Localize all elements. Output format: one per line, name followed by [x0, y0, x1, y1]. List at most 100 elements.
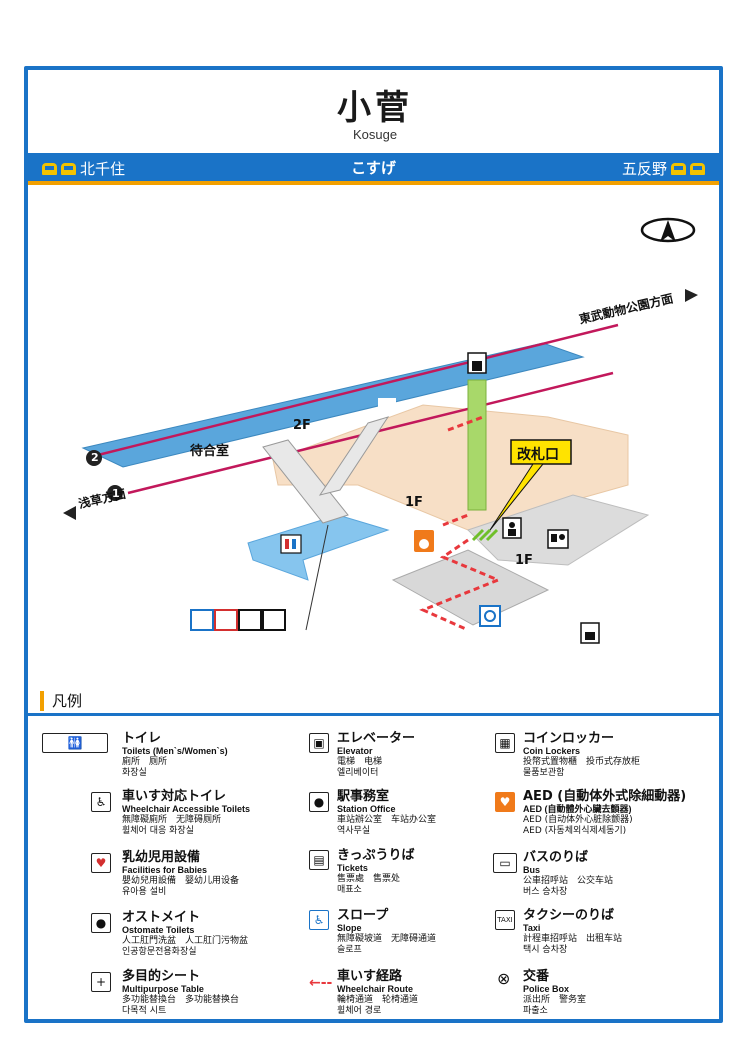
legend-item: コインロッカー Coin Lockers 投幣式置物櫃 投币式存放柜 물품보관함 — [523, 731, 640, 779]
legend-zh: 售票處 售票处 — [337, 874, 401, 884]
train-icon — [690, 162, 705, 175]
legend-en: Wheelchair Route — [337, 984, 414, 994]
platform-2f — [81, 342, 585, 468]
map-frame — [24, 66, 723, 1023]
direction-arrow-right — [685, 289, 698, 302]
legend-ko: 다목적 시트 — [122, 1006, 167, 1016]
ramp-area — [391, 549, 550, 626]
legend-head: 乳幼児用設備 — [122, 850, 201, 865]
legend-item: 多目的シート Multipurpose Table 多功能替換台 多功能替换台 … — [122, 969, 239, 1017]
legend-zh: 公車招呼站 公交车站 — [523, 876, 614, 886]
slope-icon — [479, 605, 501, 627]
legend-ko: 인공항문전용화장실 — [122, 947, 197, 957]
legend-item: 車いす対応トイレ Wheelchair Accessible Toilets 無… — [122, 789, 250, 837]
ostomate-icon: ● — [91, 913, 111, 933]
elevator-icon: ▣ — [309, 733, 329, 753]
legend-item: きっぷうりば Tickets 售票處 售票处 매표소 — [337, 848, 414, 896]
floor-1f-label-2: 1F — [515, 553, 533, 568]
aed-icon — [414, 530, 434, 552]
legend-head: スロープ — [337, 908, 389, 923]
train-icon — [671, 162, 686, 175]
stair-opening — [378, 398, 396, 407]
legend-head: 駅事務室 — [337, 789, 390, 804]
facility-icons — [190, 609, 286, 631]
legend-item: エレベーター Elevator 電梯 电梯 엘리베이터 — [337, 731, 415, 779]
legend-zh: 派出所 警务室 — [523, 995, 587, 1005]
legend-item: 乳幼児用設備 Facilities for Babies 嬰幼兒用設備 婴幼儿用… — [122, 850, 239, 898]
direction-arrow-left — [63, 506, 76, 520]
legend-zh: AED (自动体外心脏除颤器) — [523, 815, 633, 825]
ticket-gate-label: 改札口 — [517, 447, 559, 463]
legend-ko: 휠체어 경로 — [337, 1006, 382, 1016]
elevator-shaft — [467, 379, 487, 511]
elevator-icon — [467, 352, 487, 374]
legend-title-text: 凡例 — [52, 692, 83, 710]
coin-locker-icon — [580, 622, 600, 644]
waiting-room-label: 待合室 — [190, 444, 230, 459]
coin-locker-icon: ▦ — [495, 733, 515, 753]
legend-zh: 廁所 厕所 — [122, 757, 168, 767]
legend-en: Bus — [523, 865, 541, 875]
legend-item: 交番 Police Box 派出所 警务室 파출소 — [523, 969, 586, 1017]
legend-ko: AED (자동체외식제세동기) — [523, 826, 627, 836]
police-box-icon: ⊗ — [497, 969, 511, 988]
legend-item: タクシーのりば Taxi 計程車招呼站 出租车站 택시 승차장 — [523, 908, 622, 956]
stairs — [318, 416, 390, 496]
station-map — [63, 217, 698, 644]
legend-zh: 電梯 电梯 — [337, 757, 383, 767]
legend-zh: 投幣式置物櫃 投币式存放柜 — [523, 757, 641, 767]
station-name-en: Kosuge — [352, 127, 398, 142]
legend-head: エレベーター — [337, 731, 416, 746]
baby-facility-icon: ♥ — [91, 853, 111, 873]
toilet-area — [247, 514, 390, 581]
station-name-jp: 小菅 — [337, 88, 413, 128]
leader-line — [305, 524, 329, 631]
next-station-label: 五反野 — [621, 160, 667, 178]
bus-icon: ▭ — [493, 853, 517, 873]
legend-zh: 多功能替換台 多功能替换台 — [122, 995, 240, 1005]
next-station[interactable]: 五反野 — [622, 158, 705, 179]
legend-item: 駅事務室 Station Office 車站辦公室 车站办公室 역사무실 — [337, 789, 436, 837]
legend-ko: 버스 승차장 — [523, 887, 568, 897]
track-line-2 — [97, 323, 619, 457]
train-icon — [42, 162, 57, 175]
track-marker-1 — [107, 485, 123, 501]
legend-ko: 슬로프 — [337, 945, 362, 955]
legend-head: 車いす対応トイレ — [122, 789, 227, 804]
legend-ko: 엘리베이터 — [337, 768, 379, 778]
legend-en: Police Box — [523, 984, 570, 994]
toilet-icon: 🚻 — [42, 733, 108, 753]
legend-en: Toilets (Men`s/Women`s) — [122, 746, 228, 756]
legend-item: 車いす経路 Wheelchair Route 輪椅通道 轮椅通道 휠체어 경로 — [337, 969, 418, 1017]
legend-ko: 택시 승차장 — [523, 945, 568, 955]
legend-zh: 輪椅通道 轮椅通道 — [337, 995, 419, 1005]
legend-zh: 無障礙廁所 无障碍厕所 — [122, 815, 222, 825]
train-icon — [61, 162, 76, 175]
legend-head: 車いす経路 — [337, 969, 403, 984]
legend-item: AED (自動体外式除細動器) AED (自動體外心臟去顫器) AED (自动体… — [523, 789, 686, 837]
legend-accent — [40, 690, 44, 711]
prev-station[interactable]: 北千住 — [42, 158, 125, 179]
wheelchair-toilet-icon: ♿ — [91, 792, 111, 812]
legend-en: Multipurpose Table — [122, 984, 204, 994]
legend-en: Coin Lockers — [523, 746, 581, 756]
legend-zh: 人工肛門洗盆 人工肛门污物盆 — [122, 936, 249, 946]
legend-ko: 매표소 — [337, 885, 362, 895]
legend-item: バスのりば Bus 公車招呼站 公交车站 버스 승차장 — [523, 850, 613, 898]
legend-en: AED (自動體外心臟去顫器) — [523, 804, 632, 814]
aed-icon: ♥ — [495, 792, 515, 812]
compass-icon — [640, 217, 696, 243]
legend-head: 多目的シート — [122, 969, 201, 984]
legend-en: Taxi — [523, 923, 541, 933]
stair-opening — [254, 371, 274, 386]
legend-en: Elevator — [337, 746, 373, 756]
legend-item: トイレ Toilets (Men`s/Women`s) 廁所 厕所 화장실 — [122, 731, 228, 779]
prev-station-label: 北千住 — [80, 160, 126, 178]
legend-ko: 파출소 — [523, 1006, 548, 1016]
tickets-icon — [547, 529, 569, 549]
legend-divider — [28, 713, 719, 716]
legend-ko: 화장실 — [122, 768, 147, 778]
legend-head: きっぷうりば — [337, 848, 415, 863]
ticket-gate — [471, 528, 499, 542]
legend-zh: 嬰幼兒用設備 婴幼儿用设备 — [122, 876, 240, 886]
